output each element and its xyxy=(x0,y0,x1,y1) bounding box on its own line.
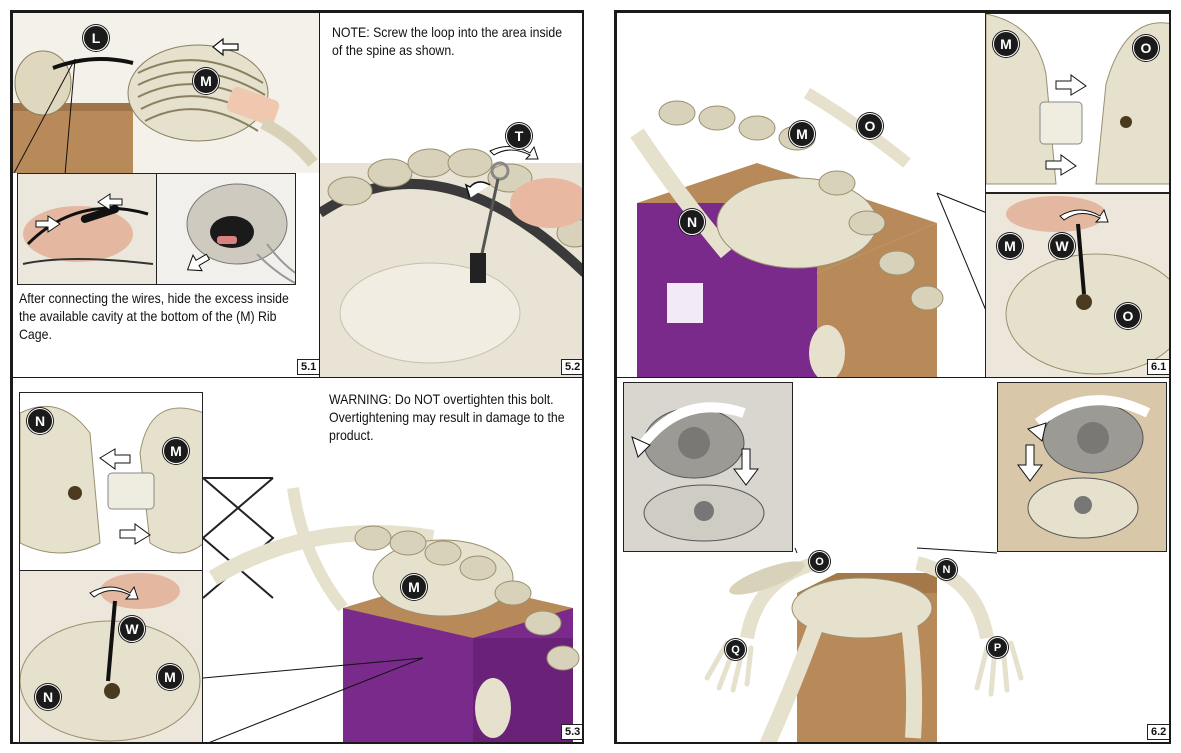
part-o-badge: O xyxy=(809,551,830,572)
part-m-badge: M xyxy=(997,233,1023,259)
wire-connector-photo xyxy=(17,173,157,285)
part-n-badge: N xyxy=(936,559,957,580)
part-m-badge: M xyxy=(401,574,427,600)
spine-loop-illustration xyxy=(320,145,582,377)
step-5-1-caption: After connecting the wires, hide the exc… xyxy=(19,290,289,342)
step-5-2-label: 5.2 xyxy=(561,359,582,375)
step-6-2-label: 6.2 xyxy=(1147,724,1169,740)
step-5-3-label: 5.3 xyxy=(561,724,582,740)
part-n-badge: N xyxy=(27,408,53,434)
rib-cavity-photo xyxy=(156,173,296,285)
part-m-badge: M xyxy=(157,664,183,690)
step-5-3-warning: WARNING: Do NOT overtighten this bolt. O… xyxy=(329,391,565,443)
part-t-badge: T xyxy=(506,123,532,149)
joint-screw-photo-bottom xyxy=(985,193,1169,377)
part-w-badge: W xyxy=(119,616,145,642)
part-m-badge: M xyxy=(993,31,1019,57)
part-m-badge: M xyxy=(789,121,815,147)
part-o-badge: O xyxy=(857,113,883,139)
shoulder-joint-photo-right xyxy=(997,382,1167,552)
step-6-1-label: 6.1 xyxy=(1147,359,1169,375)
step-5-2-panel: NOTE: Screw the loop into the area insid… xyxy=(319,12,582,378)
step-5-1-label: 5.1 xyxy=(297,359,319,375)
step-6-2-panel: O N Q P 6.2 xyxy=(616,377,1169,742)
rib-cage-illustration xyxy=(13,13,319,173)
left-instruction-page: L M xyxy=(10,10,584,744)
part-p-badge: P xyxy=(987,637,1008,658)
part-m-badge: M xyxy=(193,68,219,94)
joint-detail-photo-bottom xyxy=(19,570,203,742)
shoulder-joint-photo-left xyxy=(623,382,793,552)
step-5-1-panel: L M xyxy=(12,12,320,378)
part-n-badge: N xyxy=(679,209,705,235)
step-6-1-panel: M O N M O M W O 6.1 xyxy=(616,12,1169,378)
direction-arrow-icon xyxy=(212,37,239,57)
part-o-badge: O xyxy=(1115,303,1141,329)
part-m-badge: M xyxy=(163,438,189,464)
part-o-badge: O xyxy=(1133,35,1159,61)
skeleton-on-box-illustration xyxy=(201,477,580,742)
step-5-2-note: NOTE: Screw the loop into the area insid… xyxy=(332,24,563,58)
part-w-badge: W xyxy=(1049,233,1075,259)
part-q-badge: Q xyxy=(725,639,746,660)
step-5-3-panel: WARNING: Do NOT overtighten this bolt. O… xyxy=(12,377,582,742)
rib-cage-photo xyxy=(13,13,319,173)
right-instruction-page: M O N M O M W O 6.1 xyxy=(614,10,1171,744)
part-n-badge: N xyxy=(35,684,61,710)
part-l-badge: L xyxy=(83,25,109,51)
